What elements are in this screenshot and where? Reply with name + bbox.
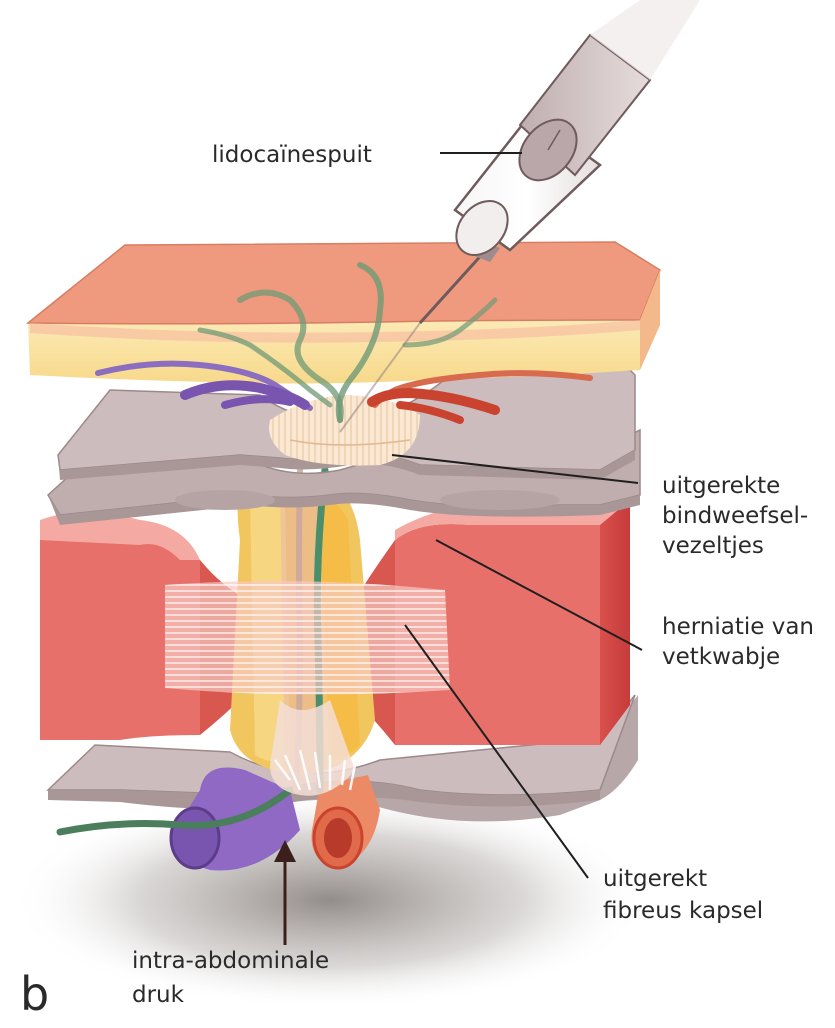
vein-purple-opening: [171, 808, 219, 868]
label-capsule-1: uitgerekt: [603, 866, 707, 892]
label-fibers-2: bindweefsel-: [662, 503, 808, 529]
skin-layer: [28, 242, 660, 384]
label-fibers-1: uitgerekte: [662, 473, 780, 499]
label-fibers-3: vezeltjes: [662, 533, 764, 559]
label-fat-2: vetkwabje: [662, 644, 780, 670]
panel-letter: b: [20, 967, 49, 1021]
label-pressure-2: druk: [132, 982, 185, 1008]
label-syringe: lidocaïnespuit: [212, 142, 372, 168]
label-pressure-1: intra-abdominale: [132, 948, 329, 974]
label-fat-1: herniatie van: [662, 614, 814, 640]
label-capsule-2: fibreus kapsel: [603, 898, 763, 924]
